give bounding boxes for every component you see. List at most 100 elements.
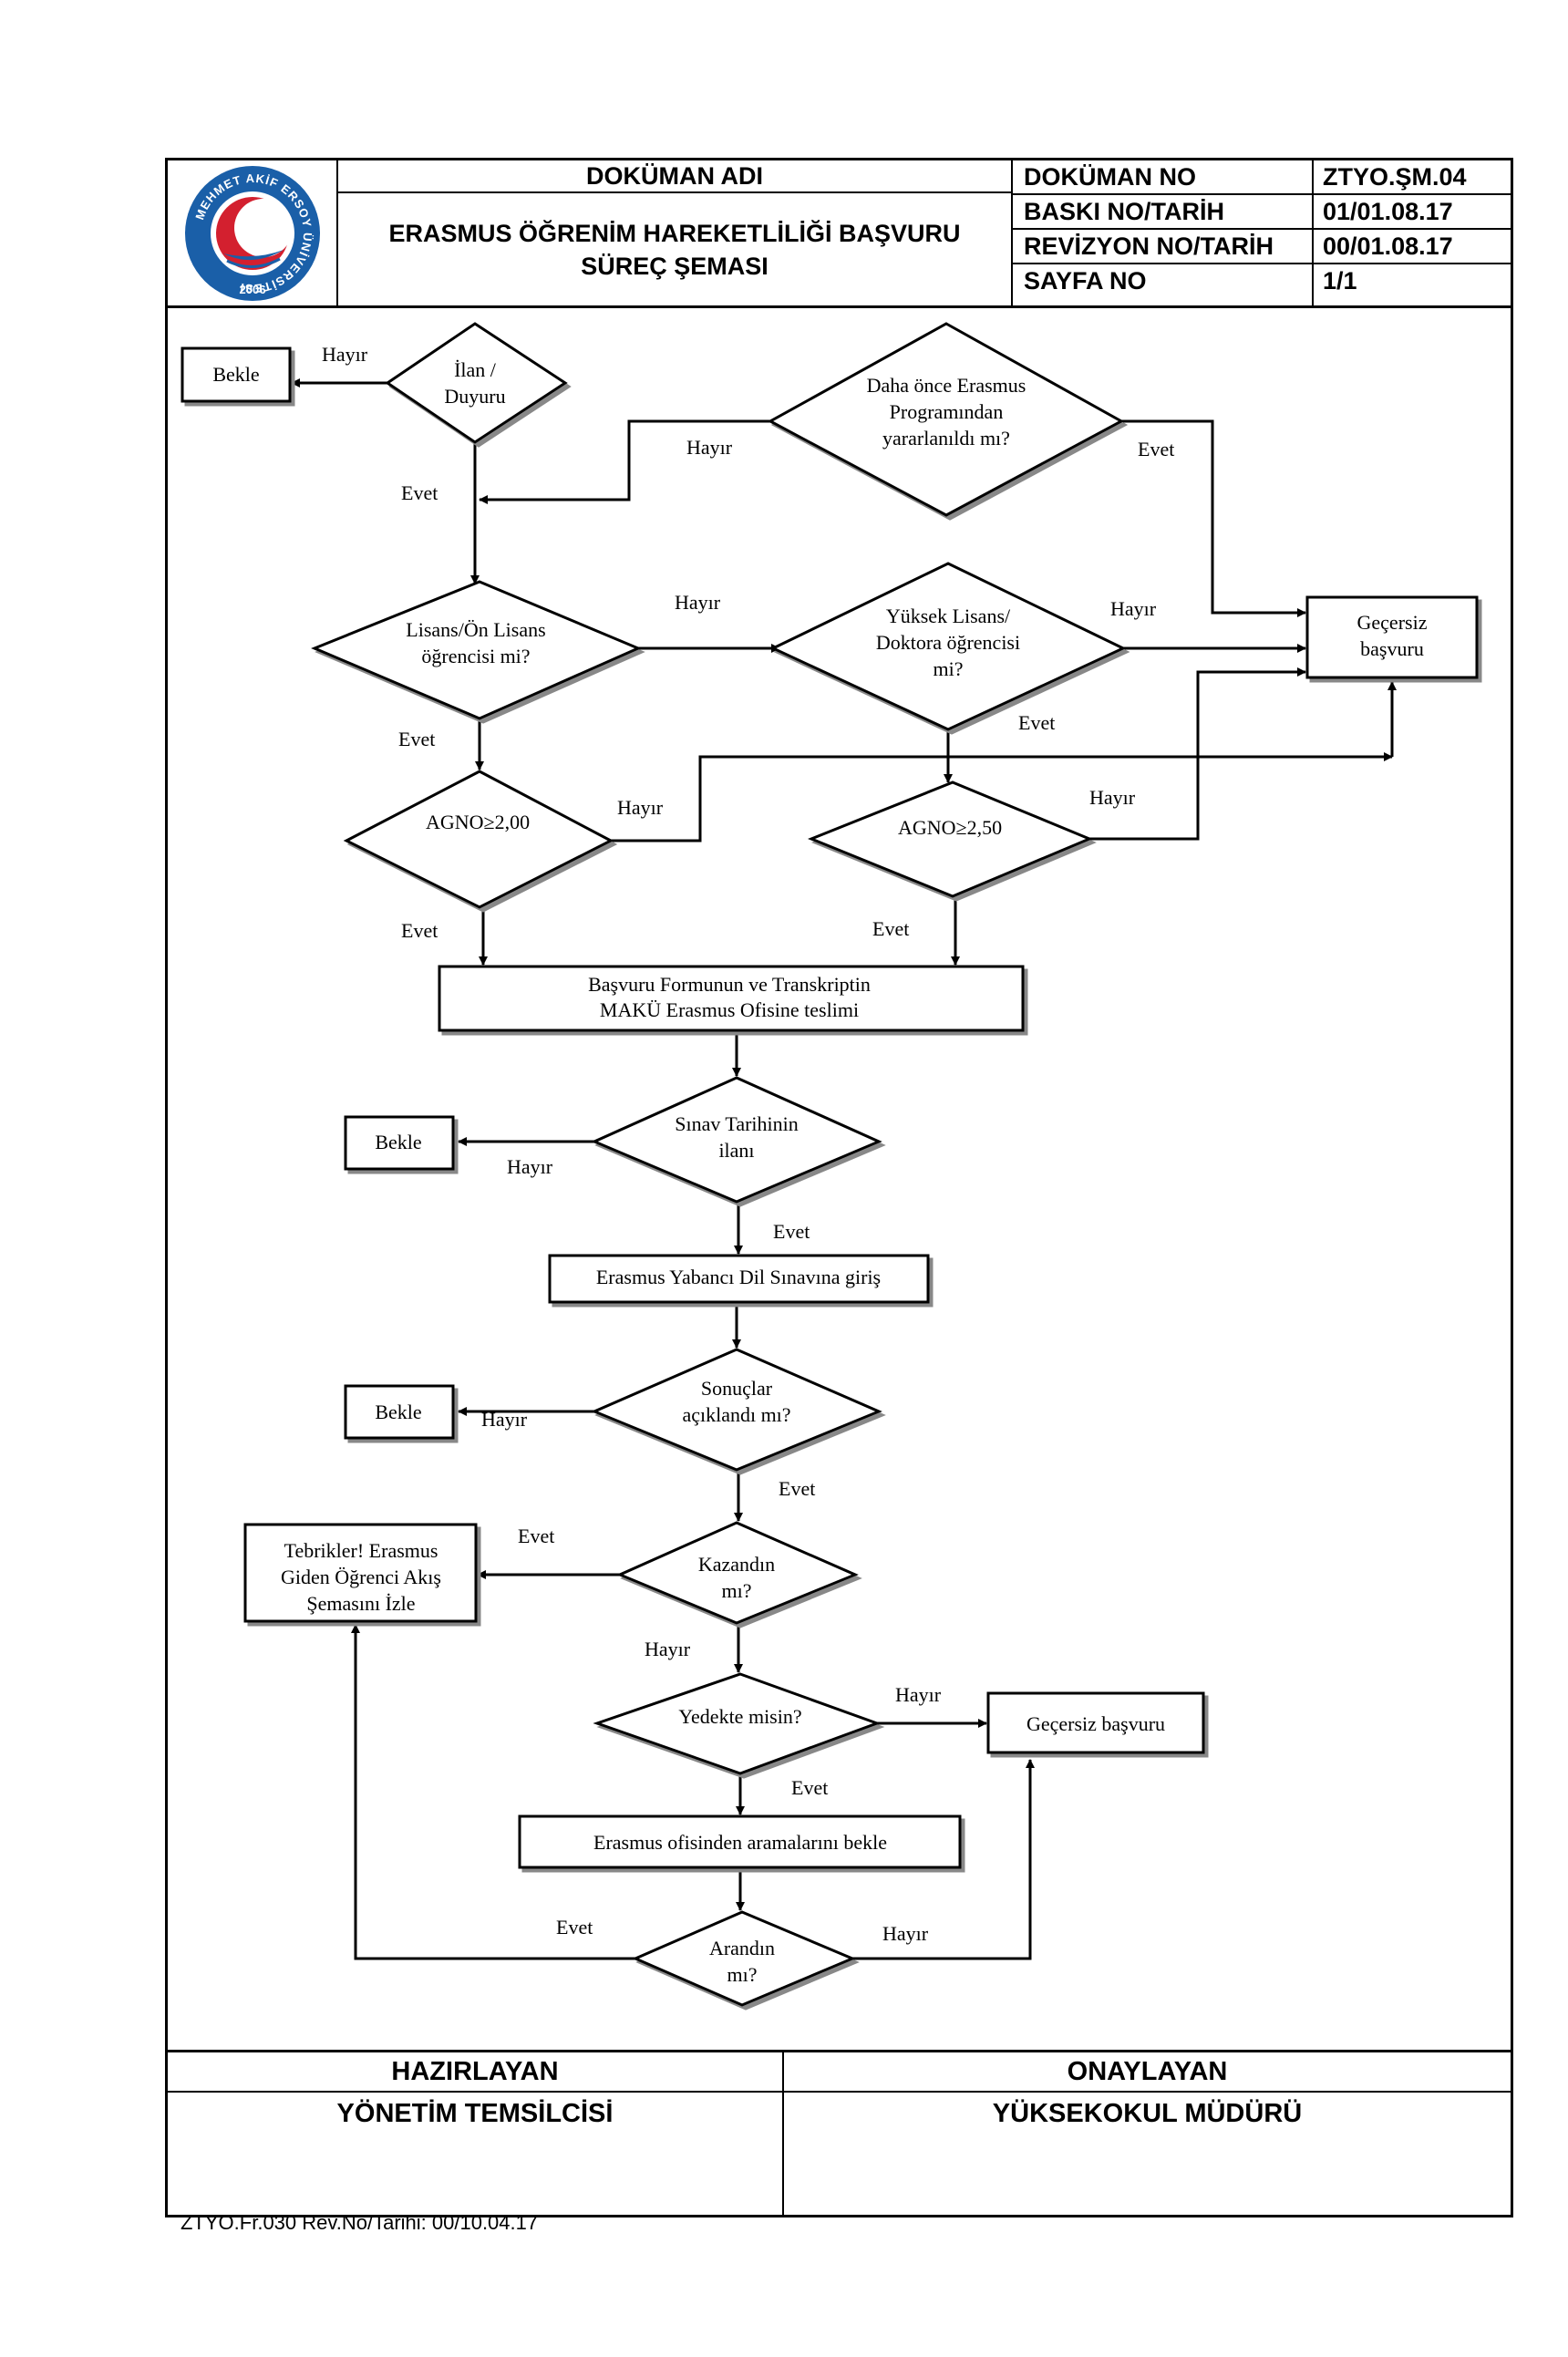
edge-label-evet: Evet (779, 1477, 815, 1500)
edge-label-evet: Evet (773, 1220, 810, 1243)
university-logo: MEHMET AKİF ERSOY ÜNİVERSİTESİ 2006 (184, 165, 320, 301)
edge-label-evet: Evet (401, 481, 438, 504)
edge-dahaonce-hayir (479, 419, 770, 504)
meta-value: 00/01.08.17 (1323, 233, 1453, 260)
edge-label-hayir: Hayır (1110, 597, 1157, 620)
node-aramalar (518, 1814, 962, 1869)
node-yuksek (769, 562, 1127, 731)
meta-row-revision: REVİZYON NO/TARİH 00/01.08.17 (1013, 230, 1511, 264)
node-arandin (632, 1910, 856, 2007)
edge-label-evet: Evet (1018, 711, 1055, 734)
meta-value: 1/1 (1323, 267, 1357, 295)
doc-name-heading: DOKÜMAN ADI (338, 160, 1013, 193)
edge-label-hayir: Hayır (1089, 786, 1136, 809)
meta-value: ZTYO.ŞM.04 (1323, 163, 1467, 191)
approved-by-value: YÜKSEKOKUL MÜDÜRÜ (992, 2099, 1303, 2128)
node-basvuru-formu (438, 965, 1025, 1032)
edge-label-hayir: Hayır (617, 796, 664, 819)
meta-value: 01/01.08.17 (1323, 198, 1453, 225)
aramalar-text: Erasmus ofisinden aramalarını bekle (593, 1831, 887, 1854)
edge-agno250-hayir (1089, 667, 1306, 841)
logo-year: 2006 (239, 283, 265, 296)
flowchart-frame (165, 306, 1513, 2055)
sonuclar-text-1: Sonuçlar (701, 1377, 773, 1400)
approved-by-column: ONAYLAYAN YÜKSEKOKUL MÜDÜRÜ (784, 2052, 1511, 2215)
kazandin-text-1: Kazandın (698, 1553, 775, 1576)
bekle-3-text: Bekle (375, 1401, 421, 1423)
doc-name-line-2: SÜREÇ ŞEMASI (581, 252, 769, 280)
node-agno200 (343, 770, 614, 909)
node-lisans (311, 580, 642, 720)
edge-label-hayir: Hayır (645, 1638, 691, 1660)
edge-label-evet: Evet (1138, 438, 1174, 460)
doc-name-line-1: ERASMUS ÖĞRENİM HAREKETLİLİĞİ BAŞVURU (388, 219, 961, 247)
daha-once-text-2: Programından (890, 400, 1004, 423)
approved-by-title: ONAYLAYAN (784, 2052, 1511, 2093)
meta-key: DOKÜMAN NO (1013, 160, 1314, 193)
meta-key: SAYFA NO (1013, 264, 1314, 305)
edge-label-hayir: Hayır (882, 1922, 929, 1945)
yuksek-text-2: Doktora öğrencisi (876, 631, 1020, 654)
edge-label-evet: Evet (398, 728, 435, 750)
meta-row-doc-no: DOKÜMAN NO ZTYO.ŞM.04 (1013, 160, 1511, 195)
node-ilan (385, 322, 568, 444)
node-yedekte (593, 1672, 882, 1775)
basvuru-formu-text-2: MAKÜ Erasmus Ofisine teslimi (600, 998, 859, 1021)
bekle-2-text: Bekle (375, 1131, 421, 1153)
lisans-text-2: öğrencisi mi? (421, 645, 530, 667)
prepared-by-column: HAZIRLAYAN YÖNETİM TEMSİLCİSİ (168, 2052, 784, 2215)
sinav-tarihi-text-2: ilanı (718, 1139, 754, 1162)
node-bekle-2 (344, 1115, 455, 1171)
sonuclar-text-2: açıklandı mı? (682, 1403, 790, 1426)
edge-label-hayir: Hayır (686, 436, 733, 459)
gecersiz-1-text-1: Geçersiz (1357, 611, 1428, 634)
dil-sinavi-text: Erasmus Yabancı Dil Sınavına giriş (596, 1266, 881, 1288)
node-bekle-3 (344, 1384, 455, 1440)
node-dil-sinavi (548, 1254, 930, 1304)
kazandin-text-2: mı? (722, 1579, 752, 1602)
edge-label-hayir: Hayır (322, 343, 368, 366)
node-gecersiz-2 (986, 1691, 1205, 1754)
edge-arandin-evet (351, 1624, 638, 1960)
arandin-text-2: mı? (727, 1963, 758, 1986)
node-daha-once (767, 322, 1125, 517)
tebrikler-text-3: Şemasını İzle (306, 1592, 415, 1615)
node-kazandin (616, 1521, 859, 1625)
arandin-text-1: Arandın (709, 1937, 775, 1959)
document-header: MEHMET AKİF ERSOY ÜNİVERSİTESİ 2006 DOKÜ… (165, 158, 1513, 308)
yedekte-text: Yedekte misin? (678, 1705, 801, 1728)
node-agno250 (807, 780, 1093, 898)
lisans-text-1: Lisans/Ön Lisans (406, 618, 545, 641)
gecersiz-1-text-2: başvuru (1360, 637, 1424, 660)
daha-once-text-3: yararlanıldı mı? (882, 427, 1010, 450)
meta-key: REVİZYON NO/TARİH (1013, 230, 1314, 263)
edge-label-evet: Evet (791, 1776, 828, 1799)
agno200-text: AGNO≥2,00 (426, 811, 530, 833)
form-code-note: ZTYO.Fr.030 Rev.No/Tarihi: 00/10.04.17 (181, 2211, 539, 2234)
ilan-text-1: İlan / (454, 358, 497, 381)
edge-arandin-hayir (852, 1759, 1035, 1960)
prepared-by-title: HAZIRLAYAN (168, 2052, 782, 2093)
daha-once-text-1: Daha önce Erasmus (867, 374, 1026, 397)
edge-label-evet: Evet (401, 919, 438, 942)
node-sonuclar (591, 1348, 882, 1472)
sinav-tarihi-text-1: Sınav Tarihinin (675, 1112, 799, 1135)
meta-row-print: BASKI NO/TARİH 01/01.08.17 (1013, 195, 1511, 230)
agno250-text: AGNO≥2,50 (898, 816, 1002, 839)
bekle-1-text: Bekle (212, 363, 259, 386)
edge-dahaonce-evet (1121, 419, 1306, 617)
approval-footer: HAZIRLAYAN YÖNETİM TEMSİLCİSİ ONAYLAYAN … (165, 2050, 1513, 2217)
gecersiz-2-text: Geçersiz başvuru (1026, 1712, 1165, 1735)
edge-label-evet: Evet (556, 1916, 593, 1938)
edge-label-hayir: Hayır (507, 1155, 553, 1178)
edge-label-evet: Evet (872, 917, 909, 940)
ilan-text-2: Duyuru (444, 385, 505, 408)
node-bekle-1 (181, 346, 292, 403)
node-tebrikler (243, 1523, 478, 1623)
edge-label-hayir: Hayır (675, 591, 721, 614)
meta-key: BASKI NO/TARİH (1013, 195, 1314, 228)
tebrikler-text-1: Tebrikler! Erasmus (284, 1539, 438, 1562)
edge-label-evet: Evet (518, 1525, 554, 1547)
prepared-by-value: YÖNETİM TEMSİLCİSİ (336, 2099, 614, 2128)
